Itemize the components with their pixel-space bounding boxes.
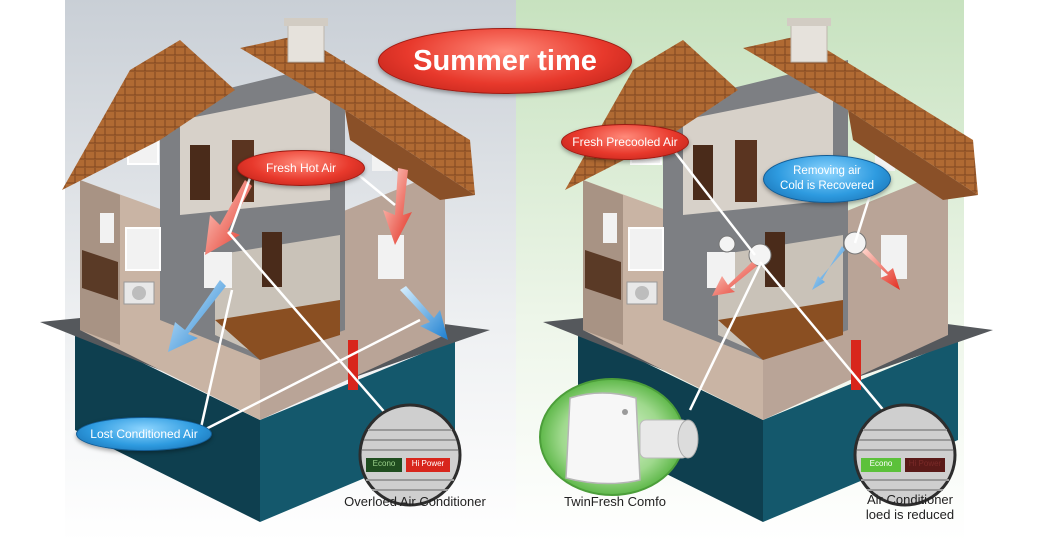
- ac-load-line1: Air Conditioner: [867, 492, 953, 507]
- recovered-cold-arrow: [812, 246, 845, 290]
- twinfresh-device: [539, 378, 699, 496]
- right-ac-hipower-button: Hi Power: [908, 459, 942, 468]
- right-house: [543, 18, 993, 522]
- hot-air-arrow-2: [383, 168, 412, 245]
- callout-lines: [198, 151, 901, 434]
- lost-conditioned-air-label: Lost Conditioned Air: [76, 417, 212, 451]
- left-ac-econo-button: Econo: [372, 459, 396, 468]
- left-ac-panel: [358, 403, 462, 507]
- fresh-precooled-air-label: Fresh Precooled Air: [561, 124, 689, 160]
- removing-air-line2: Cold is Recovered: [780, 180, 874, 192]
- ac-load-line2: loed is reduced: [865, 507, 955, 522]
- left-airflow-arrows: [168, 168, 448, 352]
- hot-air-arrow-1: [205, 180, 252, 255]
- exhaust-air-arrow: [862, 248, 900, 290]
- twinfresh-caption: TwinFresh Comfo: [564, 494, 666, 509]
- ac-load-reduced-caption: Air Conditioner loed is reduced: [850, 492, 970, 522]
- fresh-hot-air-label: Fresh Hot Air: [237, 150, 365, 186]
- lost-air-arrow-1: [168, 280, 226, 352]
- right-airflow-arrows: [712, 246, 900, 296]
- precooled-air-arrow: [712, 262, 757, 296]
- right-ac-econo-button: Econo: [869, 459, 893, 468]
- overloaded-ac-caption: Overloed Air Conditioner: [344, 494, 486, 509]
- removing-air-label: Removing air Cold is Recovered: [763, 155, 891, 203]
- summer-time-title: Summer time: [378, 28, 632, 94]
- lost-air-arrow-2: [400, 286, 448, 340]
- right-ac-panel: [853, 403, 957, 507]
- removing-air-line1: Removing air: [793, 165, 861, 177]
- left-ac-hipower-button: Hi Power: [411, 459, 445, 468]
